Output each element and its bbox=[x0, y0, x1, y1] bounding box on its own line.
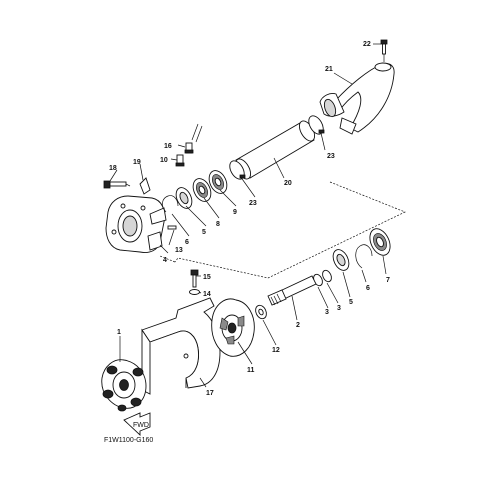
washer bbox=[255, 304, 267, 320]
assembly-outline-left bbox=[159, 255, 176, 263]
callout-16: 16 bbox=[164, 143, 172, 150]
callout-9: 9 bbox=[233, 209, 237, 216]
fitting bbox=[184, 123, 203, 154]
bolt-22 bbox=[380, 39, 388, 62]
callout-5-upper: 5 bbox=[202, 229, 206, 236]
bearing-outer bbox=[208, 170, 228, 194]
drawing-code: F1W1100-G160 bbox=[104, 437, 153, 444]
oil-seal-upper bbox=[175, 187, 193, 209]
hose bbox=[234, 120, 316, 180]
callout-17: 17 bbox=[206, 390, 214, 397]
callout-19: 19 bbox=[133, 159, 141, 166]
forward-arrow: FWD bbox=[123, 412, 151, 437]
o-ring-a bbox=[322, 269, 332, 283]
nipple bbox=[175, 154, 185, 167]
callout-2: 2 bbox=[296, 322, 300, 329]
nozzle-cover bbox=[319, 62, 395, 135]
callout-labels: 22 21 23 20 23 9 8 5 6 13 4 10 16 18 19 … bbox=[109, 41, 390, 397]
washer-14 bbox=[189, 289, 200, 295]
callout-21: 21 bbox=[325, 66, 333, 73]
callout-10: 10 bbox=[160, 157, 168, 164]
callout-3-b: 3 bbox=[325, 309, 329, 316]
pin bbox=[167, 225, 177, 230]
callout-8: 8 bbox=[216, 221, 220, 228]
circlip-right bbox=[355, 244, 373, 269]
callout-3-a: 3 bbox=[337, 305, 341, 312]
hose-clamp-upper bbox=[308, 115, 325, 135]
callout-12: 12 bbox=[272, 347, 280, 354]
callout-22: 22 bbox=[363, 41, 371, 48]
bearing-right bbox=[369, 228, 391, 256]
assembly-outline bbox=[174, 181, 406, 279]
bracket bbox=[139, 177, 151, 195]
oil-seal-right bbox=[332, 249, 350, 271]
forward-arrow-label: FWD bbox=[133, 422, 149, 429]
callout-6-lower: 6 bbox=[366, 285, 370, 292]
callout-14: 14 bbox=[203, 291, 211, 298]
callout-11: 11 bbox=[247, 367, 255, 374]
bolt-15 bbox=[190, 269, 199, 288]
callout-1: 1 bbox=[117, 329, 121, 336]
callout-13: 13 bbox=[175, 247, 183, 254]
callout-20: 20 bbox=[284, 180, 292, 187]
bolt-18 bbox=[103, 180, 131, 189]
callout-23-lower: 23 bbox=[249, 200, 257, 207]
callout-7: 7 bbox=[386, 277, 390, 284]
callout-18: 18 bbox=[109, 165, 117, 172]
housing bbox=[105, 195, 167, 253]
callout-4: 4 bbox=[163, 257, 167, 264]
leader-lines bbox=[109, 43, 387, 388]
coupler-right bbox=[211, 298, 255, 357]
callout-23-upper: 23 bbox=[327, 153, 335, 160]
callout-5-lower: 5 bbox=[349, 299, 353, 306]
callout-15: 15 bbox=[203, 274, 211, 281]
bearing-upper bbox=[192, 178, 212, 202]
coupler-cover bbox=[141, 297, 221, 395]
drive-shaft bbox=[267, 275, 317, 306]
coupler-left bbox=[101, 359, 147, 412]
callout-6-upper: 6 bbox=[185, 239, 189, 246]
circlip-upper bbox=[162, 195, 179, 213]
